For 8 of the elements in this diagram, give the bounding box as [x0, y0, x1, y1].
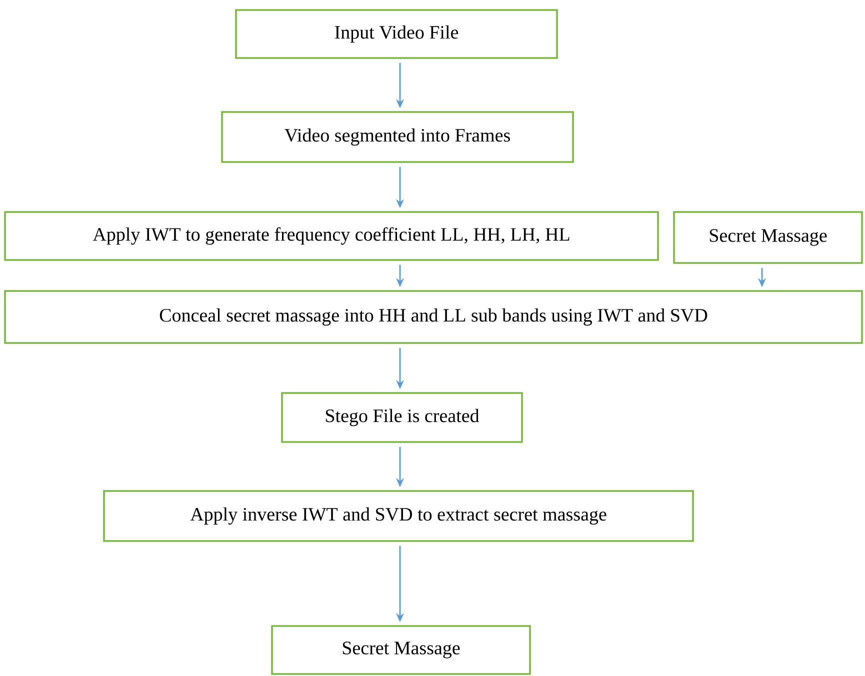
- process-box: Video segmented into Frames: [221, 111, 574, 163]
- process-box: Secret Massage: [271, 625, 531, 675]
- process-box: Secret Massage: [673, 211, 863, 264]
- process-box: Conceal secret massage into HH and LL sub bands using IWT and SVD: [4, 290, 863, 344]
- process-box: Input Video File: [235, 9, 558, 59]
- process-box: Apply inverse IWT and SVD to extract secret massage: [103, 490, 694, 542]
- process-box: Apply IWT to generate frequency coefficient LL, HH, LH, HL: [4, 211, 659, 261]
- process-box: Stego File is created: [281, 392, 523, 443]
